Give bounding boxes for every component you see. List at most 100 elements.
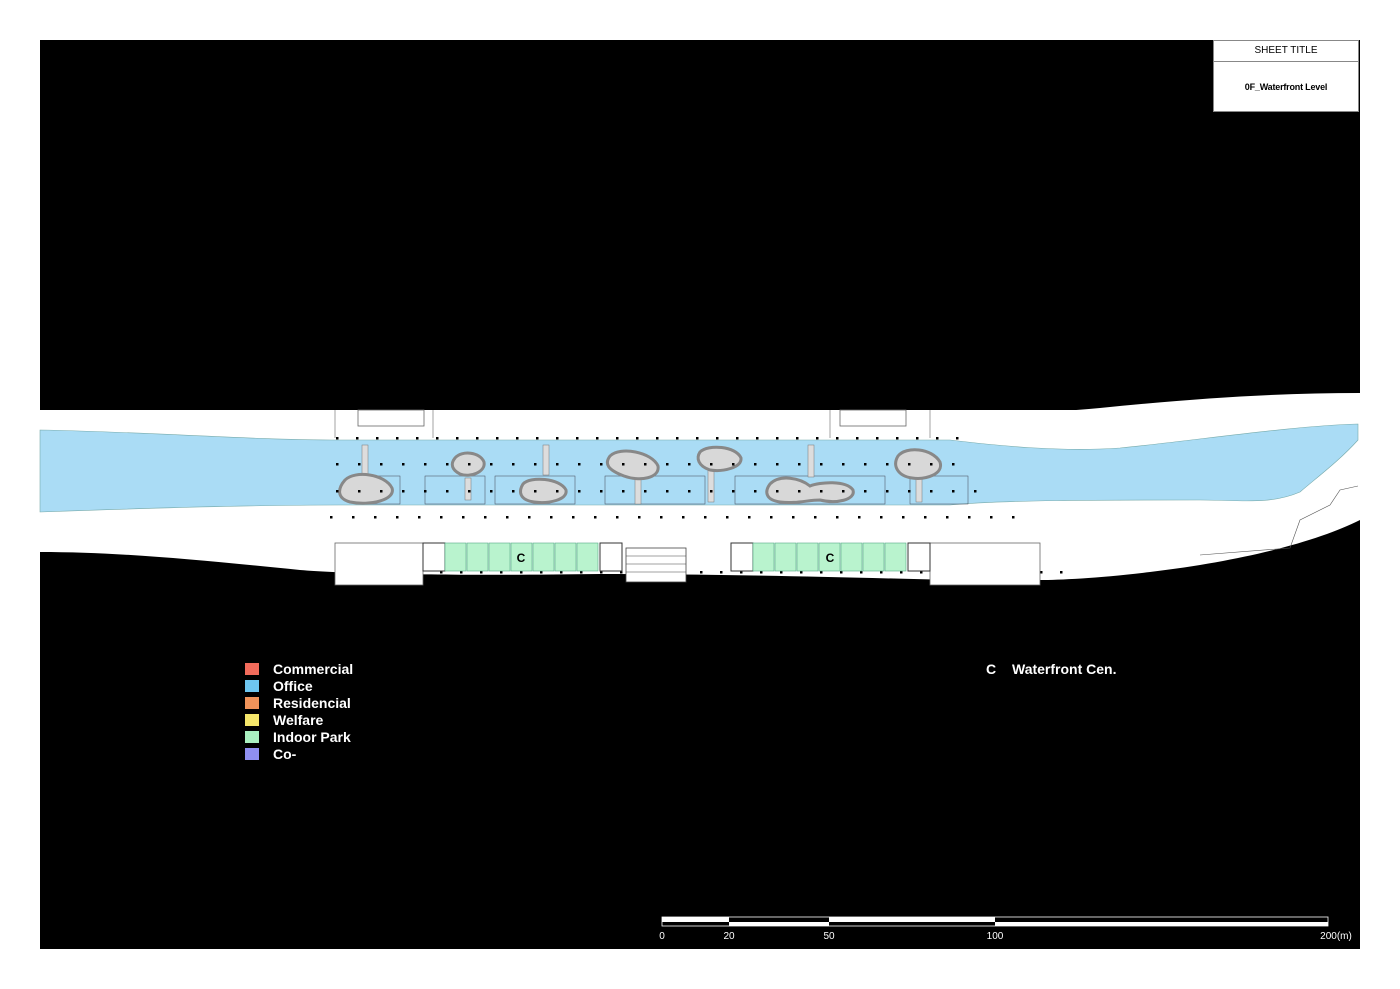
column-dot — [396, 437, 399, 440]
column-dot — [380, 463, 383, 466]
column-dot — [336, 437, 339, 440]
park-cell — [840, 542, 863, 572]
column-dot — [886, 490, 889, 493]
column-dot — [688, 490, 691, 493]
column-dot — [556, 463, 559, 466]
island-4 — [605, 449, 660, 481]
column-dot — [616, 516, 619, 519]
title-block-header: SHEET TITLE — [1214, 41, 1358, 62]
column-dot — [416, 437, 419, 440]
column-dot — [780, 571, 783, 574]
column-dot — [676, 437, 679, 440]
column-dot — [440, 516, 443, 519]
park-cell — [554, 542, 577, 572]
column-dot — [456, 437, 459, 440]
legend-swatch — [245, 713, 259, 726]
legend-label: Welfare — [273, 711, 324, 728]
column-dot — [536, 437, 539, 440]
legend-label: Co- — [273, 745, 297, 762]
park-cell — [510, 542, 533, 572]
column-dot — [644, 463, 647, 466]
column-dot — [594, 516, 597, 519]
column-dot — [820, 490, 823, 493]
column-dot — [638, 516, 641, 519]
column-dot — [578, 463, 581, 466]
column-dot — [704, 516, 707, 519]
column-dot — [330, 516, 333, 519]
park-cell — [576, 542, 599, 572]
column-dot — [656, 437, 659, 440]
upper-building-right — [839, 409, 907, 427]
park-cell — [488, 542, 511, 572]
bridge-6 — [807, 444, 815, 478]
column-dot — [576, 437, 579, 440]
column-dot — [616, 437, 619, 440]
column-dot — [402, 463, 405, 466]
column-dot — [710, 490, 713, 493]
column-dot — [644, 490, 647, 493]
column-dot — [600, 463, 603, 466]
park-cell — [862, 542, 885, 572]
column-dot — [660, 516, 663, 519]
column-dot — [860, 571, 863, 574]
upper-building-left — [357, 409, 425, 427]
column-dot — [776, 437, 779, 440]
island-5 — [696, 445, 743, 472]
bridge-4 — [634, 477, 642, 505]
title-block: SHEET TITLE 0F_Waterfront Level — [1213, 40, 1359, 112]
column-dot — [550, 516, 553, 519]
column-dot — [924, 516, 927, 519]
column-dot — [572, 516, 575, 519]
column-dot — [358, 490, 361, 493]
column-dot — [760, 571, 763, 574]
column-dot — [506, 516, 509, 519]
column-dot — [578, 490, 581, 493]
shore-detail — [1199, 485, 1359, 556]
column-dot — [856, 437, 859, 440]
column-dot — [424, 490, 427, 493]
column-dot — [864, 490, 867, 493]
indoor-park-block-left — [444, 542, 599, 572]
legend-swatch — [245, 730, 259, 743]
column-dot — [770, 516, 773, 519]
column-dot — [418, 516, 421, 519]
column-dot — [490, 463, 493, 466]
column-dot — [436, 437, 439, 440]
legend-item: Welfare — [245, 711, 353, 728]
column-dot — [374, 516, 377, 519]
column-dot — [556, 437, 559, 440]
column-dot — [816, 437, 819, 440]
column-dot — [974, 490, 977, 493]
column-dot — [424, 463, 427, 466]
column-dot — [798, 463, 801, 466]
key-label: Waterfront Cen. — [1012, 661, 1117, 677]
bridge-3 — [542, 444, 550, 476]
column-dot — [476, 437, 479, 440]
column-dot — [900, 571, 903, 574]
column-dot — [756, 437, 759, 440]
column-dot — [560, 571, 563, 574]
column-dot — [876, 437, 879, 440]
legend-swatch — [245, 679, 259, 692]
column-dot — [836, 516, 839, 519]
column-dot — [396, 516, 399, 519]
island-7 — [894, 448, 943, 480]
scale-tick-label: 100 — [986, 931, 1004, 942]
legend-item: Co- — [245, 745, 353, 762]
column-dot — [356, 437, 359, 440]
column-dot — [440, 571, 443, 574]
column-dot — [512, 463, 515, 466]
deck-outline-3 — [494, 475, 576, 505]
legend-swatch — [245, 747, 259, 760]
legend-swatch — [245, 696, 259, 709]
column-dot — [908, 490, 911, 493]
bridge-5 — [707, 469, 715, 503]
column-dot — [814, 516, 817, 519]
column-dot — [540, 571, 543, 574]
legend-label: Indoor Park — [273, 728, 351, 745]
legend-swatch — [245, 662, 259, 675]
column-dot — [358, 463, 361, 466]
column-dot — [840, 571, 843, 574]
